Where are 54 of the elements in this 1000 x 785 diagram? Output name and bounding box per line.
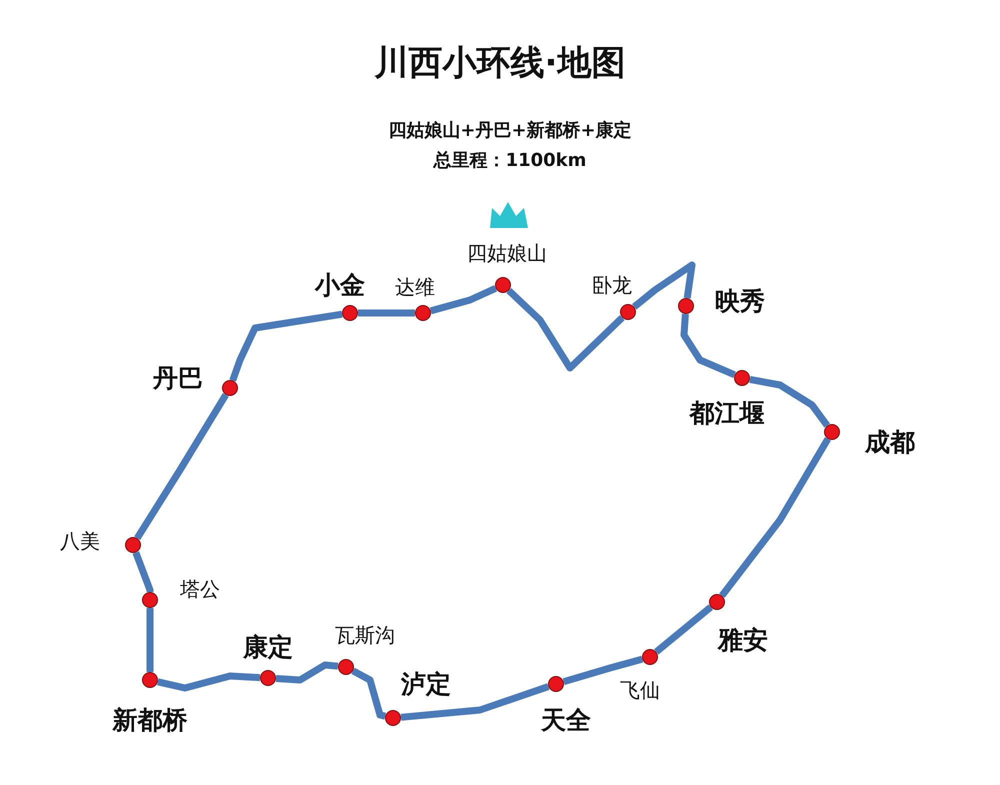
place-name: 丹巴 [153, 366, 203, 390]
route-line [276, 662, 338, 684]
location-dot [548, 676, 564, 692]
route-line [654, 604, 714, 655]
route-line [506, 288, 625, 372]
location-dot [222, 380, 238, 396]
location-dot [495, 277, 511, 293]
location-dot [385, 710, 401, 726]
place-name: 天全 [541, 708, 591, 732]
route-line [358, 310, 415, 316]
place-name: 新都桥 [112, 708, 188, 732]
location-dot [342, 305, 358, 321]
place-name: 康定 [243, 634, 293, 660]
location-dot [338, 659, 354, 675]
route-line [430, 285, 498, 314]
route-line [719, 437, 831, 598]
place-name: 达维 [395, 277, 435, 297]
place-name: 八美 [60, 531, 100, 551]
place-name: 卧龙 [592, 275, 632, 295]
location-dot [620, 304, 636, 320]
place-name: 泸定 [401, 672, 451, 696]
location-dot [734, 370, 750, 386]
location-dot [125, 537, 141, 553]
place-name: 四姑娘山 [467, 243, 547, 263]
place-name: 雅安 [718, 628, 768, 652]
location-dot [260, 670, 276, 686]
route-line [134, 392, 229, 540]
place-name: 都江堰 [690, 400, 764, 426]
location-dot [709, 594, 725, 610]
subtitle-text: 四姑娘山+丹巴+新都桥+康定 [388, 119, 632, 142]
route-line [132, 551, 154, 594]
route-line [351, 668, 386, 720]
place-name: 飞仙 [620, 680, 660, 700]
place-name: 成都 [865, 430, 915, 454]
route-line [562, 656, 644, 686]
route-line [229, 310, 343, 382]
location-dot [824, 424, 840, 440]
place-name: 映秀 [715, 288, 765, 314]
map-title: 川西小环线·地图 [374, 42, 626, 85]
route-line [146, 608, 154, 672]
subtitle-text: 总里程：1100km [434, 149, 586, 172]
route-line [749, 376, 830, 428]
place-name: 瓦斯沟 [335, 625, 395, 645]
location-dot [142, 592, 158, 608]
route-line [400, 683, 550, 721]
place-name: 塔公 [180, 579, 220, 599]
place-name: 小金 [315, 272, 365, 298]
route-line [157, 672, 260, 692]
location-dot [142, 672, 158, 688]
location-dot [642, 649, 658, 665]
location-dot [415, 305, 431, 321]
route-line [680, 314, 736, 378]
route-line [632, 262, 696, 310]
location-dot [678, 298, 694, 314]
